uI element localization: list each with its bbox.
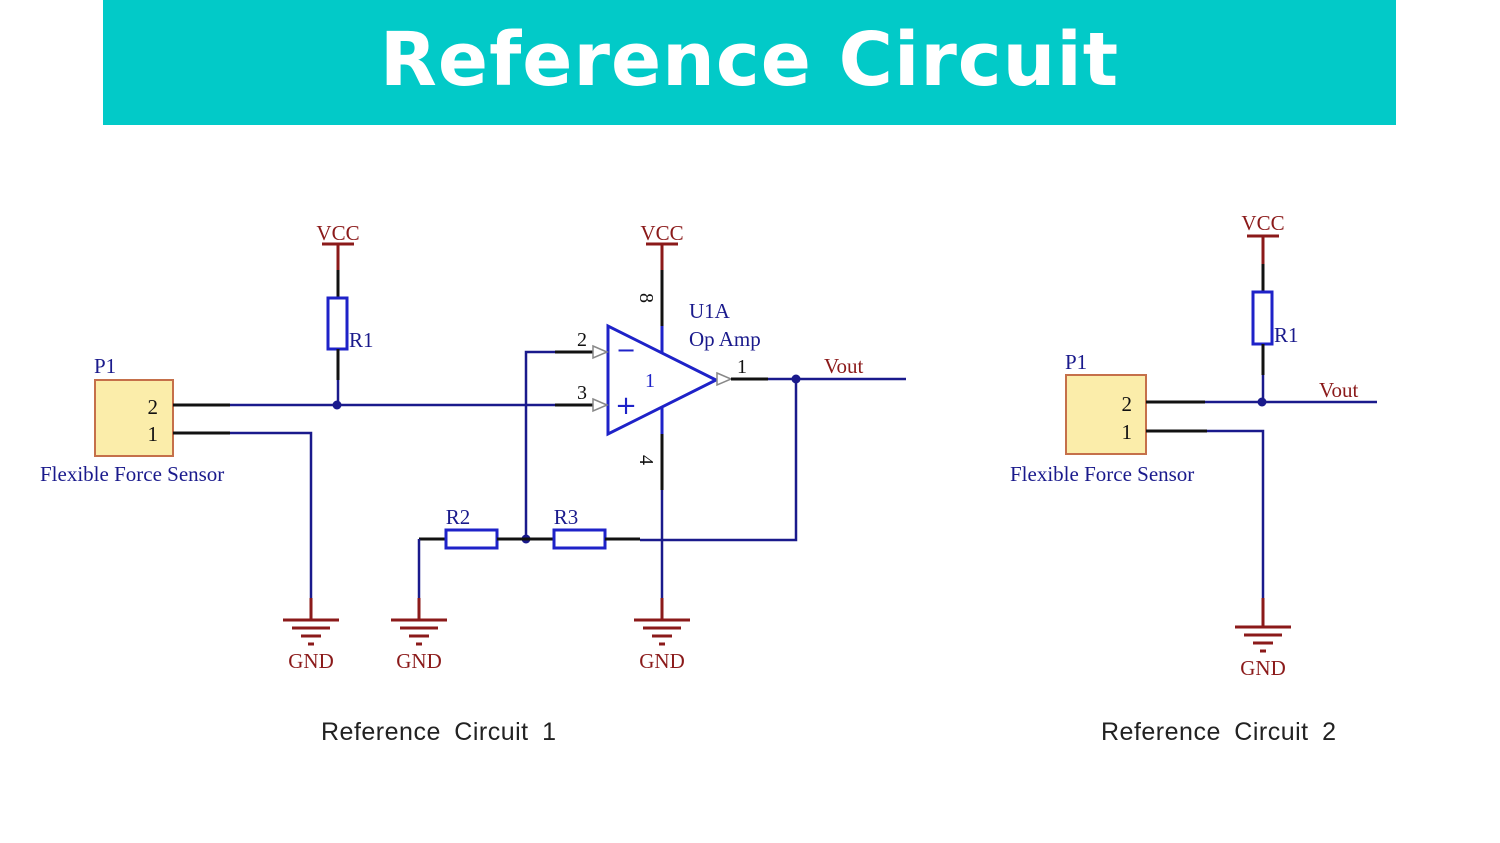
op-amp-name: Op Amp <box>689 327 761 351</box>
sensor-designator: P1 <box>1065 350 1087 374</box>
r3-label: R3 <box>554 505 579 529</box>
pin-2-number: 2 <box>577 329 587 351</box>
vout-label: Vout <box>824 354 863 378</box>
op-amp-unit: 1 <box>645 370 655 392</box>
sensor-pin-1-label: 1 <box>148 422 159 446</box>
caption-circuit-1: Reference Circuit 1 <box>321 718 557 746</box>
ground-icon <box>1233 625 1293 653</box>
pin-2-arrow <box>592 344 609 360</box>
pin-out-arrow <box>716 371 733 387</box>
sensor-name: Flexible Force Sensor <box>1010 462 1194 486</box>
sensor-designator: P1 <box>94 354 116 378</box>
op-amp-designator: U1A <box>689 299 731 323</box>
wire-sensor-to-gnd <box>230 431 313 600</box>
sensor-name: Flexible Force Sensor <box>40 462 224 486</box>
resistor-r3 <box>552 528 607 550</box>
gnd2-label: GND <box>396 649 442 673</box>
r2-label: R2 <box>446 505 471 529</box>
r1-label: R1 <box>1274 323 1299 347</box>
ground-icon <box>389 618 449 646</box>
wire-sensor-to-gnd <box>1207 429 1265 600</box>
op-amp-plus: + <box>615 391 637 421</box>
gnd-label: GND <box>1240 656 1286 680</box>
reference-circuit-2: P1 2 1 Flexible Force Sensor Vout GND VC… <box>1010 211 1377 680</box>
force-sensor-p1: P1 2 1 Flexible Force Sensor <box>40 354 224 486</box>
sensor-body <box>94 379 174 457</box>
resistor-r1 <box>326 296 349 351</box>
ground-icon <box>281 618 341 646</box>
vcc1-label: VCC <box>316 221 359 245</box>
vcc-label: VCC <box>1241 211 1284 235</box>
header-banner: Reference Circuit <box>103 0 1396 125</box>
reference-circuit-1: P1 2 1 Flexible Force Sensor GND VCC R1 … <box>40 221 906 673</box>
ground-icon <box>632 618 692 646</box>
vcc2-label: VCC <box>640 221 683 245</box>
wire-feedback <box>640 379 798 542</box>
vout-label: Vout <box>1319 378 1358 402</box>
pin-3-number: 3 <box>577 382 587 404</box>
op-amp-u1a: − + 1 U1A Op Amp 2 3 1 8 4 <box>555 270 768 490</box>
r1-label: R1 <box>349 328 374 352</box>
resistor-r2 <box>444 528 499 550</box>
sensor-pin-2-label: 2 <box>1122 392 1133 416</box>
op-amp-minus: − <box>616 336 636 364</box>
sensor-pin-1-label: 1 <box>1122 420 1133 444</box>
pin-3-arrow <box>592 397 609 413</box>
pin-4-number: 4 <box>635 455 657 465</box>
sensor-body <box>1065 374 1147 455</box>
page-title: Reference Circuit <box>379 16 1120 103</box>
sensor-pin-2-label: 2 <box>148 395 159 419</box>
pin-1-number: 1 <box>737 356 747 378</box>
force-sensor-p1-circuit2: P1 2 1 Flexible Force Sensor <box>1010 350 1194 486</box>
pin-8-number: 8 <box>635 293 657 303</box>
op-amp-triangle <box>606 323 720 437</box>
gnd1-label: GND <box>288 649 334 673</box>
wire-inv-input <box>524 350 555 540</box>
gnd3-label: GND <box>639 649 685 673</box>
caption-circuit-2: Reference Circuit 2 <box>1101 718 1337 746</box>
resistor-r1 <box>1251 290 1274 346</box>
